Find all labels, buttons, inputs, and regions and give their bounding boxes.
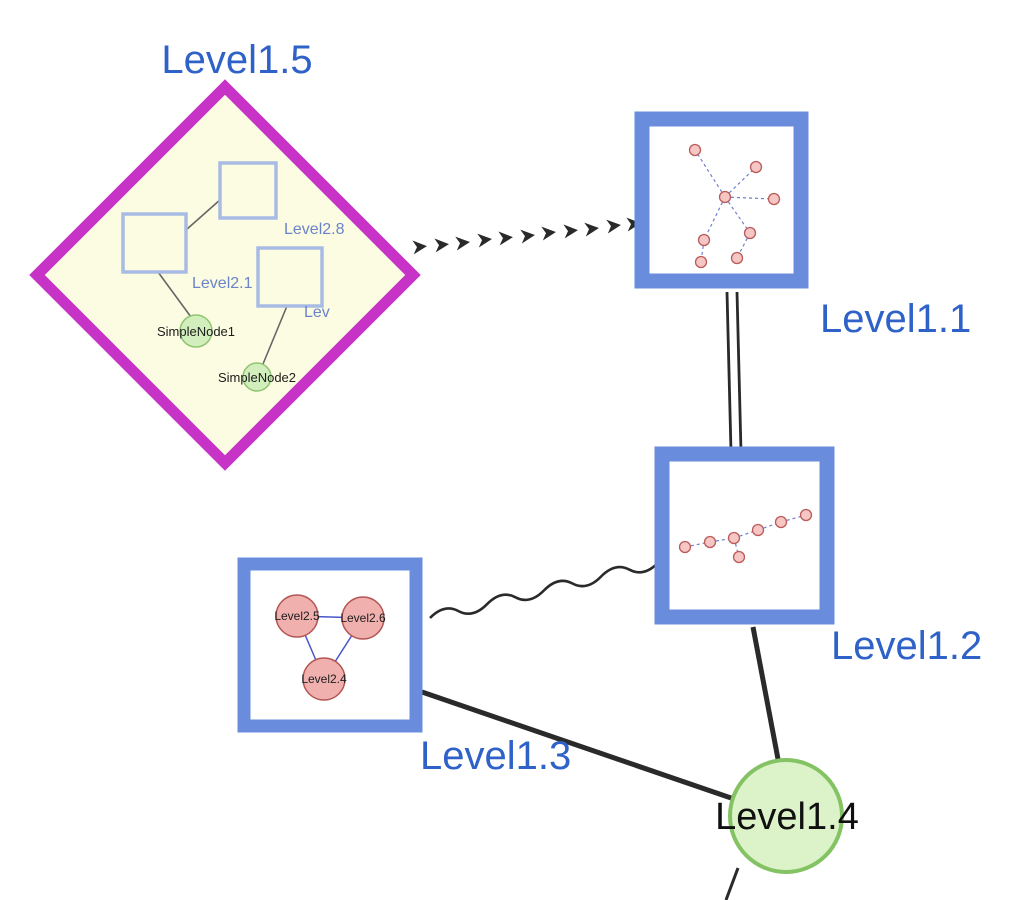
label-level2-5: Level2.5 — [274, 609, 320, 623]
edge-double-line-1[interactable] — [725, 291, 733, 453]
label-level1-1: Level1.1 — [820, 297, 971, 341]
level1-1-inner-graph — [688, 143, 781, 269]
edge-level1-1-to-level1-2[interactable] — [725, 291, 743, 453]
node-level1-4-circle[interactable] — [728, 758, 844, 874]
level1-2-inner-graph — [678, 508, 813, 564]
edges-layer — [412, 217, 781, 900]
mini-node[interactable] — [703, 535, 717, 549]
mini-node[interactable] — [697, 233, 711, 247]
mini-node[interactable] — [774, 515, 788, 529]
node-simplenode1[interactable] — [179, 314, 213, 348]
node-level2-5[interactable] — [275, 594, 319, 638]
mini-edge — [724, 196, 775, 200]
node-level2-8[interactable] — [218, 161, 278, 220]
mini-node[interactable] — [678, 540, 692, 554]
label-level1-2: Level1.2 — [831, 624, 982, 668]
mini-node[interactable] — [767, 192, 781, 206]
label-level2-truncated: Lev — [304, 304, 330, 321]
node-level1-1: Level1.1 — [634, 111, 971, 341]
node-level2-6[interactable] — [341, 596, 385, 640]
level1-3-inner-graph: Level2.5 Level2.6 Level2.4 — [274, 594, 386, 701]
node-level1-4: Level1.4 — [715, 758, 859, 874]
node-level2-4[interactable] — [302, 657, 346, 701]
edge-level1-2-to-level1-4[interactable] — [750, 626, 781, 760]
mini-node[interactable] — [694, 255, 708, 269]
mini-node[interactable] — [751, 523, 765, 537]
edge-level1-5-to-level1-1[interactable] — [412, 217, 641, 255]
label-level2-4: Level2.4 — [301, 672, 347, 686]
node-level1-3: Level2.5 Level2.6 Level2.4 Level1.3 — [237, 557, 571, 778]
node-level1-5-diamond[interactable] — [29, 79, 421, 471]
mini-node[interactable] — [718, 190, 732, 204]
edge-level1-3-to-level1-4[interactable] — [421, 689, 735, 802]
mini-node[interactable] — [730, 251, 744, 265]
node-level1-3-border[interactable] — [237, 557, 423, 733]
label-level2-8: Level2.8 — [284, 221, 345, 238]
edge-level1-3-to-level1-2[interactable] — [429, 561, 659, 619]
edge-double-line-2[interactable] — [735, 291, 743, 453]
inner-edge-square-left-to-square-top — [185, 198, 222, 231]
mini-node[interactable] — [688, 143, 702, 157]
label-level1-3: Level1.3 — [420, 734, 571, 778]
mini-edge — [724, 166, 757, 198]
label-level2-6: Level2.6 — [340, 611, 386, 625]
mini-edge — [703, 196, 726, 241]
label-level2-1: Level2.1 — [192, 275, 253, 292]
node-level1-2: Level1.2 — [654, 446, 982, 668]
node-simplenode2[interactable] — [242, 362, 272, 392]
node-level2-truncated[interactable] — [256, 246, 324, 308]
node-level1-5: Level2.8 Level2.1 Lev SimpleNode1 Simple… — [29, 38, 421, 471]
mini-edge — [736, 232, 751, 259]
mini-edge — [780, 514, 807, 523]
node-level1-2-border[interactable] — [654, 446, 835, 625]
mini-node[interactable] — [799, 508, 813, 522]
mini-edge — [724, 196, 751, 234]
mini-node[interactable] — [732, 550, 746, 564]
label-simplenode2: SimpleNode2 — [218, 370, 296, 385]
inner-edge-square-left-to-simplenode1 — [157, 271, 192, 318]
mini-node[interactable] — [749, 160, 763, 174]
edge-stub — [724, 867, 740, 900]
node-level2-1[interactable] — [121, 212, 188, 274]
mini-node[interactable] — [727, 531, 741, 545]
label-simplenode1: SimpleNode1 — [157, 324, 235, 339]
label-level1-5: Level1.5 — [161, 38, 312, 82]
label-level1-4: Level1.4 — [715, 796, 859, 838]
mini-node[interactable] — [743, 226, 757, 240]
mini-edge — [733, 529, 759, 539]
mini-edge — [684, 541, 711, 548]
inner-edge-square-right-to-simplenode2 — [262, 305, 288, 365]
